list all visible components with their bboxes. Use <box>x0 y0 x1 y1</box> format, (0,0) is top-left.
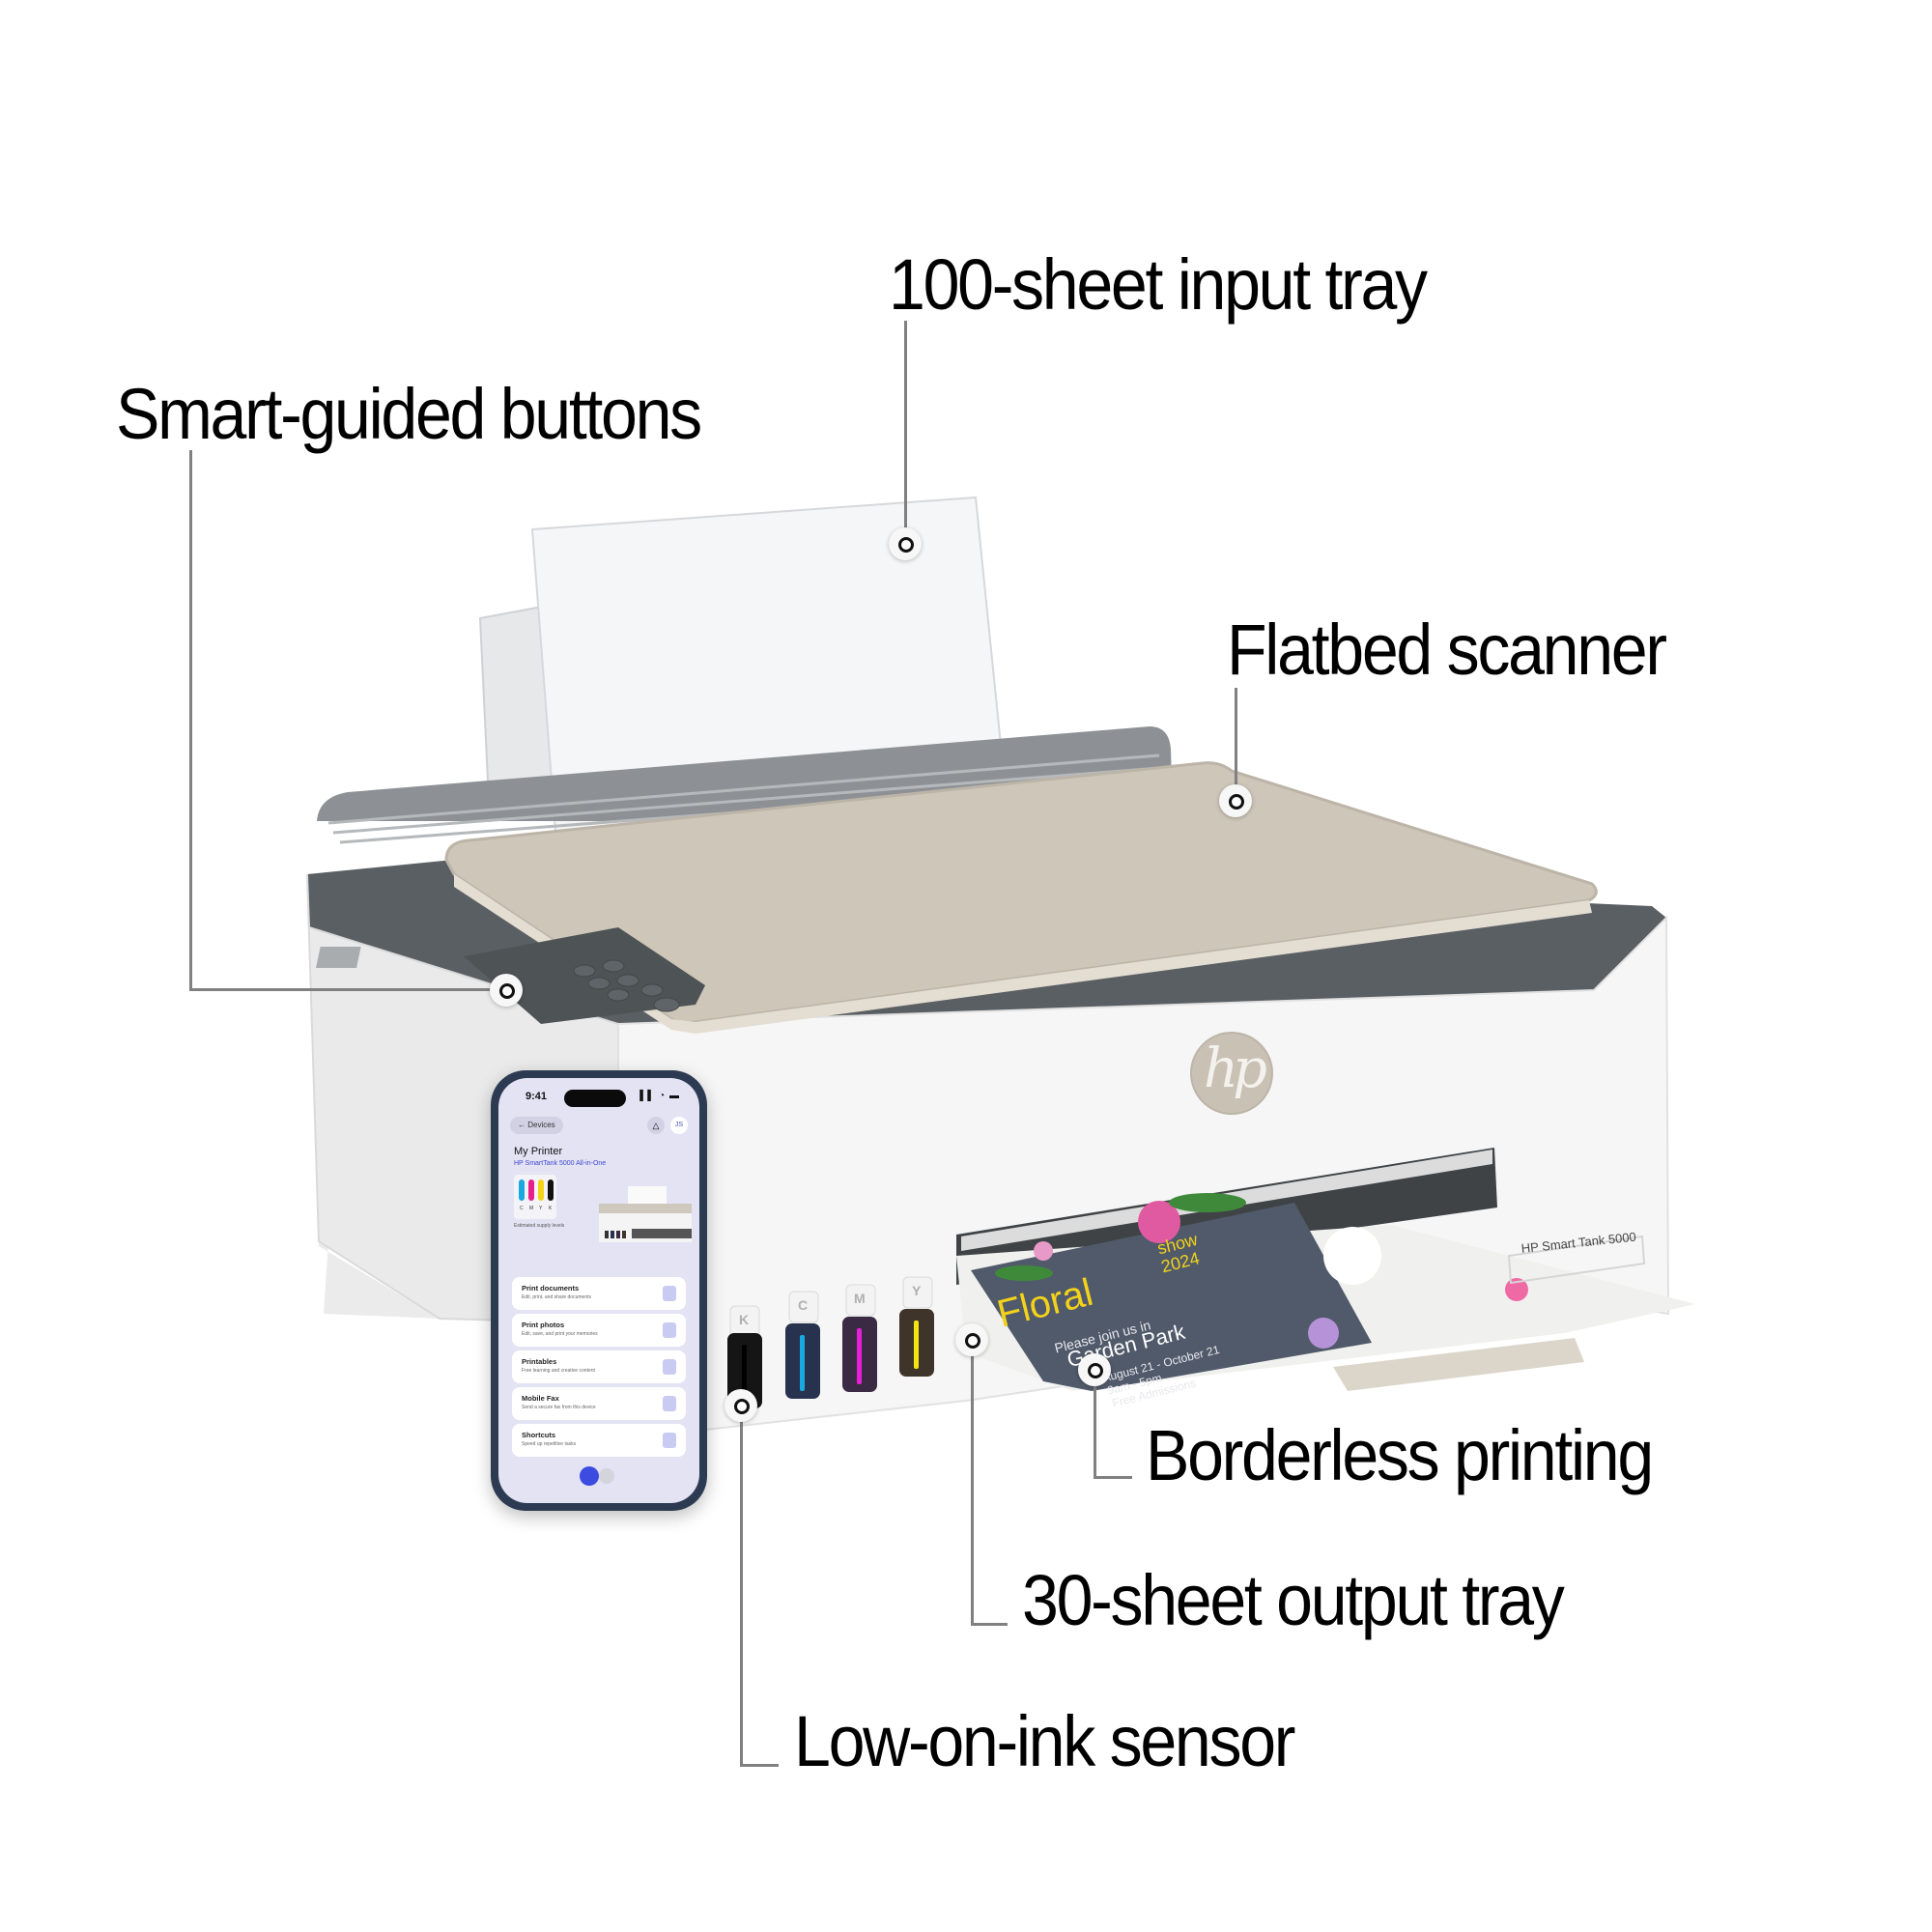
back-to-devices-button[interactable]: ← Devices <box>510 1117 563 1134</box>
hotspot-flatbed-scanner[interactable] <box>1219 784 1252 817</box>
printables-icon <box>663 1359 676 1375</box>
photo-icon <box>663 1322 676 1338</box>
ink-label: K <box>549 1206 553 1211</box>
hotspot-output-tray[interactable] <box>955 1323 988 1356</box>
ink-bar-yellow <box>538 1179 544 1201</box>
label-borderless-printing: Borderless printing <box>1146 1415 1654 1495</box>
leader-input-tray <box>904 321 907 544</box>
signal-wifi-battery-icon: ▌▌ ◔ ▬ <box>639 1091 680 1101</box>
leader-flatbed-scanner <box>1235 688 1237 801</box>
my-printer-title: My Printer <box>514 1146 563 1157</box>
ink-label: M <box>529 1206 534 1211</box>
hotspot-input-tray[interactable] <box>889 527 922 560</box>
hotspot-low-ink-sensor[interactable] <box>724 1389 757 1422</box>
ink-label-m: M <box>854 1291 866 1306</box>
home-nav-button[interactable] <box>580 1466 599 1486</box>
label-low-ink-sensor: Low-on-ink sensor <box>794 1701 1295 1781</box>
ink-label-k: K <box>739 1312 750 1327</box>
printer-model-link[interactable]: HP SmartTank 5000 All-in-One <box>514 1160 607 1167</box>
phone-screen: 9:41 ▌▌ ◔ ▬ ← Devices △ JS My Printer HP… <box>498 1078 699 1503</box>
leader-borderless-printing-h <box>1094 1476 1132 1479</box>
ink-bar-cyan <box>519 1179 525 1201</box>
bell-icon[interactable]: △ <box>647 1117 665 1134</box>
fax-icon <box>663 1396 676 1411</box>
avatar[interactable]: JS <box>670 1117 688 1134</box>
card-print-documents[interactable]: Print documents Edit, print, and share d… <box>512 1277 686 1310</box>
ink-label-c: C <box>798 1297 809 1313</box>
ink-label: C <box>520 1206 524 1211</box>
hotspot-smart-guided-buttons[interactable] <box>490 974 523 1007</box>
label-input-tray: 100-sheet input tray <box>889 244 1428 325</box>
leader-borderless-printing <box>1094 1370 1096 1478</box>
leader-smart-guided-buttons-h <box>189 988 506 991</box>
leader-low-ink-sensor-h <box>740 1764 779 1767</box>
document-icon <box>663 1286 676 1301</box>
supply-caption: Estimated supply levels <box>514 1223 565 1229</box>
ink-bar-magenta <box>528 1179 534 1201</box>
ink-bar-black <box>548 1179 554 1201</box>
card-mobile-fax[interactable]: Mobile Fax Send a secure fax from this d… <box>512 1387 686 1420</box>
leader-output-tray-h <box>971 1623 1008 1626</box>
dynamic-island <box>564 1090 626 1107</box>
leader-low-ink-sensor <box>740 1406 743 1766</box>
phone-status-bar: 9:41 ▌▌ ◔ ▬ <box>498 1088 699 1107</box>
leader-smart-guided-buttons <box>189 450 192 991</box>
printer-thumbnail <box>599 1186 692 1242</box>
card-print-photos[interactable]: Print photos Edit, save, and print your … <box>512 1314 686 1347</box>
card-shortcuts[interactable]: Shortcuts Speed up repetitive tasks <box>512 1424 686 1457</box>
leader-output-tray <box>971 1340 974 1625</box>
ink-levels-widget[interactable]: C M Y K <box>514 1175 556 1219</box>
label-smart-guided-buttons: Smart-guided buttons <box>116 374 702 454</box>
shortcuts-icon <box>663 1433 676 1448</box>
ink-label-y: Y <box>912 1283 922 1298</box>
hp-logo: hp <box>1190 1032 1273 1115</box>
ink-tanks <box>727 1276 934 1408</box>
phone-time: 9:41 <box>526 1091 548 1102</box>
label-flatbed-scanner: Flatbed scanner <box>1227 610 1667 690</box>
hotspot-borderless-printing[interactable] <box>1078 1353 1111 1386</box>
label-output-tray: 30-sheet output tray <box>1022 1560 1565 1640</box>
shop-nav-button[interactable] <box>599 1468 614 1484</box>
ink-label: Y <box>539 1206 543 1211</box>
flower-decorations <box>995 1193 1528 1349</box>
smartphone: 9:41 ▌▌ ◔ ▬ ← Devices △ JS My Printer HP… <box>491 1070 707 1511</box>
poster-card <box>971 1203 1372 1391</box>
card-printables[interactable]: Printables Free learning and creative co… <box>512 1350 686 1383</box>
output-tray-extender <box>1333 1338 1584 1391</box>
